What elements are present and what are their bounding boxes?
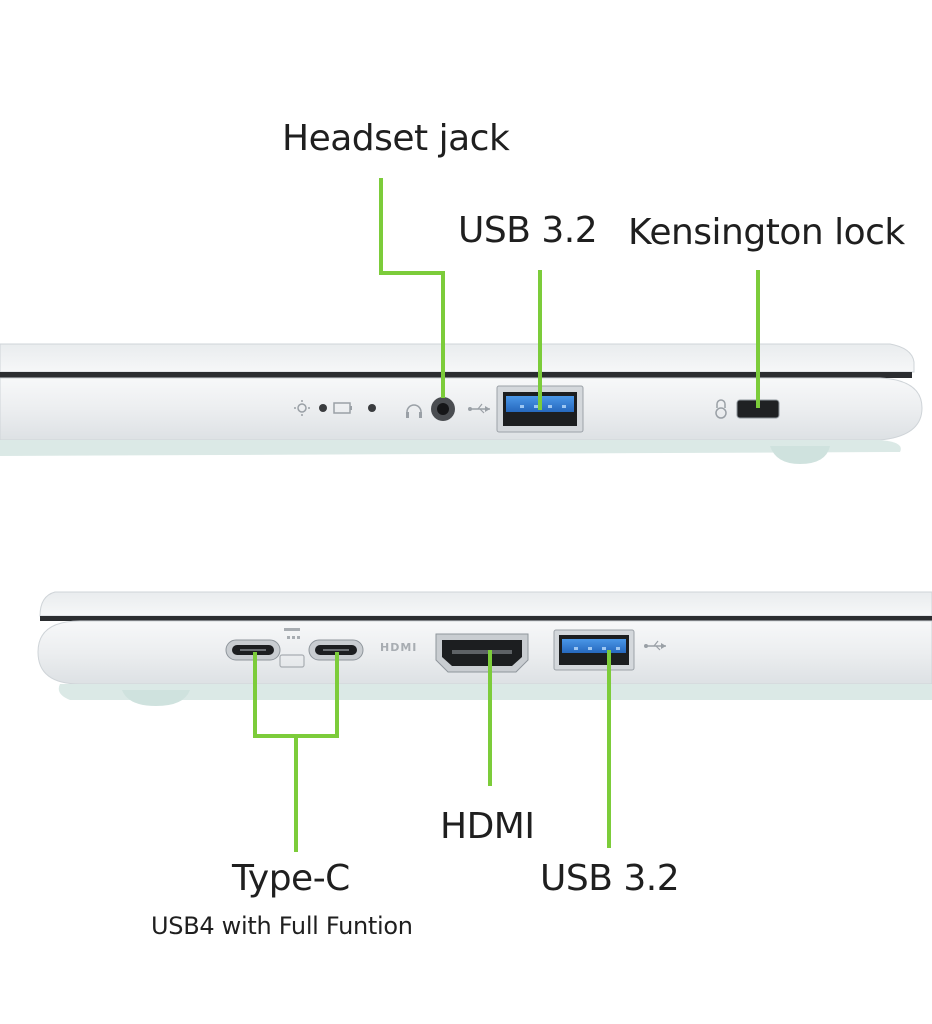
usb-a-port-left bbox=[553, 629, 635, 671]
hdmi-port-text: HDMI bbox=[380, 641, 418, 654]
type-c-label: Type-C bbox=[232, 858, 350, 899]
callout-lines-bottom bbox=[253, 650, 611, 852]
type-c-sub-label: USB4 with Full Funtion bbox=[151, 912, 413, 940]
lock-icon bbox=[715, 399, 727, 419]
usb-symbol-icon bbox=[644, 640, 666, 651]
headset-jack-label: Headset jack bbox=[282, 118, 510, 159]
laptop-right-side bbox=[0, 343, 923, 464]
battery-led bbox=[368, 404, 376, 412]
usb-symbol-icon bbox=[468, 403, 490, 414]
headphones-icon bbox=[406, 404, 422, 418]
battery-icon bbox=[333, 402, 352, 414]
sun-icon bbox=[294, 400, 310, 416]
usb4-mark-icon bbox=[279, 628, 305, 668]
laptop-left-side bbox=[37, 591, 932, 706]
usb-left-label: USB 3.2 bbox=[540, 858, 680, 899]
power-led bbox=[319, 404, 327, 412]
callout-headset bbox=[379, 178, 445, 398]
type-c-port-1 bbox=[225, 639, 281, 661]
callout-lines-top bbox=[379, 178, 760, 410]
usb-right-label: USB 3.2 bbox=[458, 210, 598, 251]
hdmi-label: HDMI bbox=[440, 806, 535, 847]
hdmi-port bbox=[435, 633, 529, 673]
kensington-lock-label: Kensington lock bbox=[628, 212, 905, 253]
